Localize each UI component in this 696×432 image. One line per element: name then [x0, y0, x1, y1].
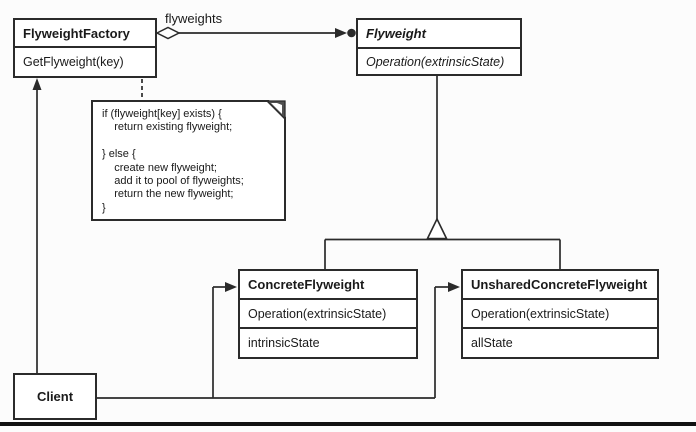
class-unshared-concrete-flyweight-operation: Operation(extrinsicState)	[463, 298, 657, 327]
class-client-name: Client	[36, 389, 74, 404]
arrowhead-factory-icon	[32, 78, 42, 90]
class-concrete-flyweight-operation: Operation(extrinsicState)	[240, 298, 416, 327]
class-flyweight-factory: FlyweightFactory GetFlyweight(key)	[13, 18, 157, 78]
page-rule	[0, 422, 696, 426]
class-concrete-flyweight: ConcreteFlyweight Operation(extrinsicSta…	[238, 269, 418, 359]
class-unshared-concrete-flyweight-attribute: allState	[463, 327, 657, 357]
arrowhead-unshared-icon	[448, 282, 460, 292]
multiplicity-ball-icon	[347, 28, 356, 38]
class-concrete-flyweight-attribute: intrinsicState	[240, 327, 416, 357]
arrowhead-flyweight-icon	[335, 28, 347, 38]
class-flyweight-operation: Operation(extrinsicState)	[358, 47, 520, 74]
pseudocode-note-text: if (flyweight[key] exists) { return exis…	[102, 108, 244, 214]
aggregation-diamond-icon	[155, 26, 181, 40]
class-unshared-concrete-flyweight: UnsharedConcreteFlyweight Operation(extr…	[461, 269, 659, 359]
class-flyweight-name: Flyweight	[366, 26, 426, 41]
class-flyweight-factory-name: FlyweightFactory	[23, 25, 130, 41]
class-unshared-concrete-flyweight-name: UnsharedConcreteFlyweight	[471, 277, 648, 292]
arrowhead-concrete-icon	[225, 282, 237, 292]
class-client: Client	[13, 373, 97, 420]
inheritance-triangle-icon	[426, 217, 448, 240]
pseudocode-note: if (flyweight[key] exists) { return exis…	[91, 100, 286, 221]
class-flyweight-factory-operation: GetFlyweight(key)	[15, 46, 155, 76]
aggregation-label: flyweights	[165, 11, 223, 26]
class-flyweight: Flyweight Operation(extrinsicState)	[356, 18, 522, 76]
note-fold-icon	[265, 100, 286, 121]
class-concrete-flyweight-name: ConcreteFlyweight	[248, 277, 365, 292]
